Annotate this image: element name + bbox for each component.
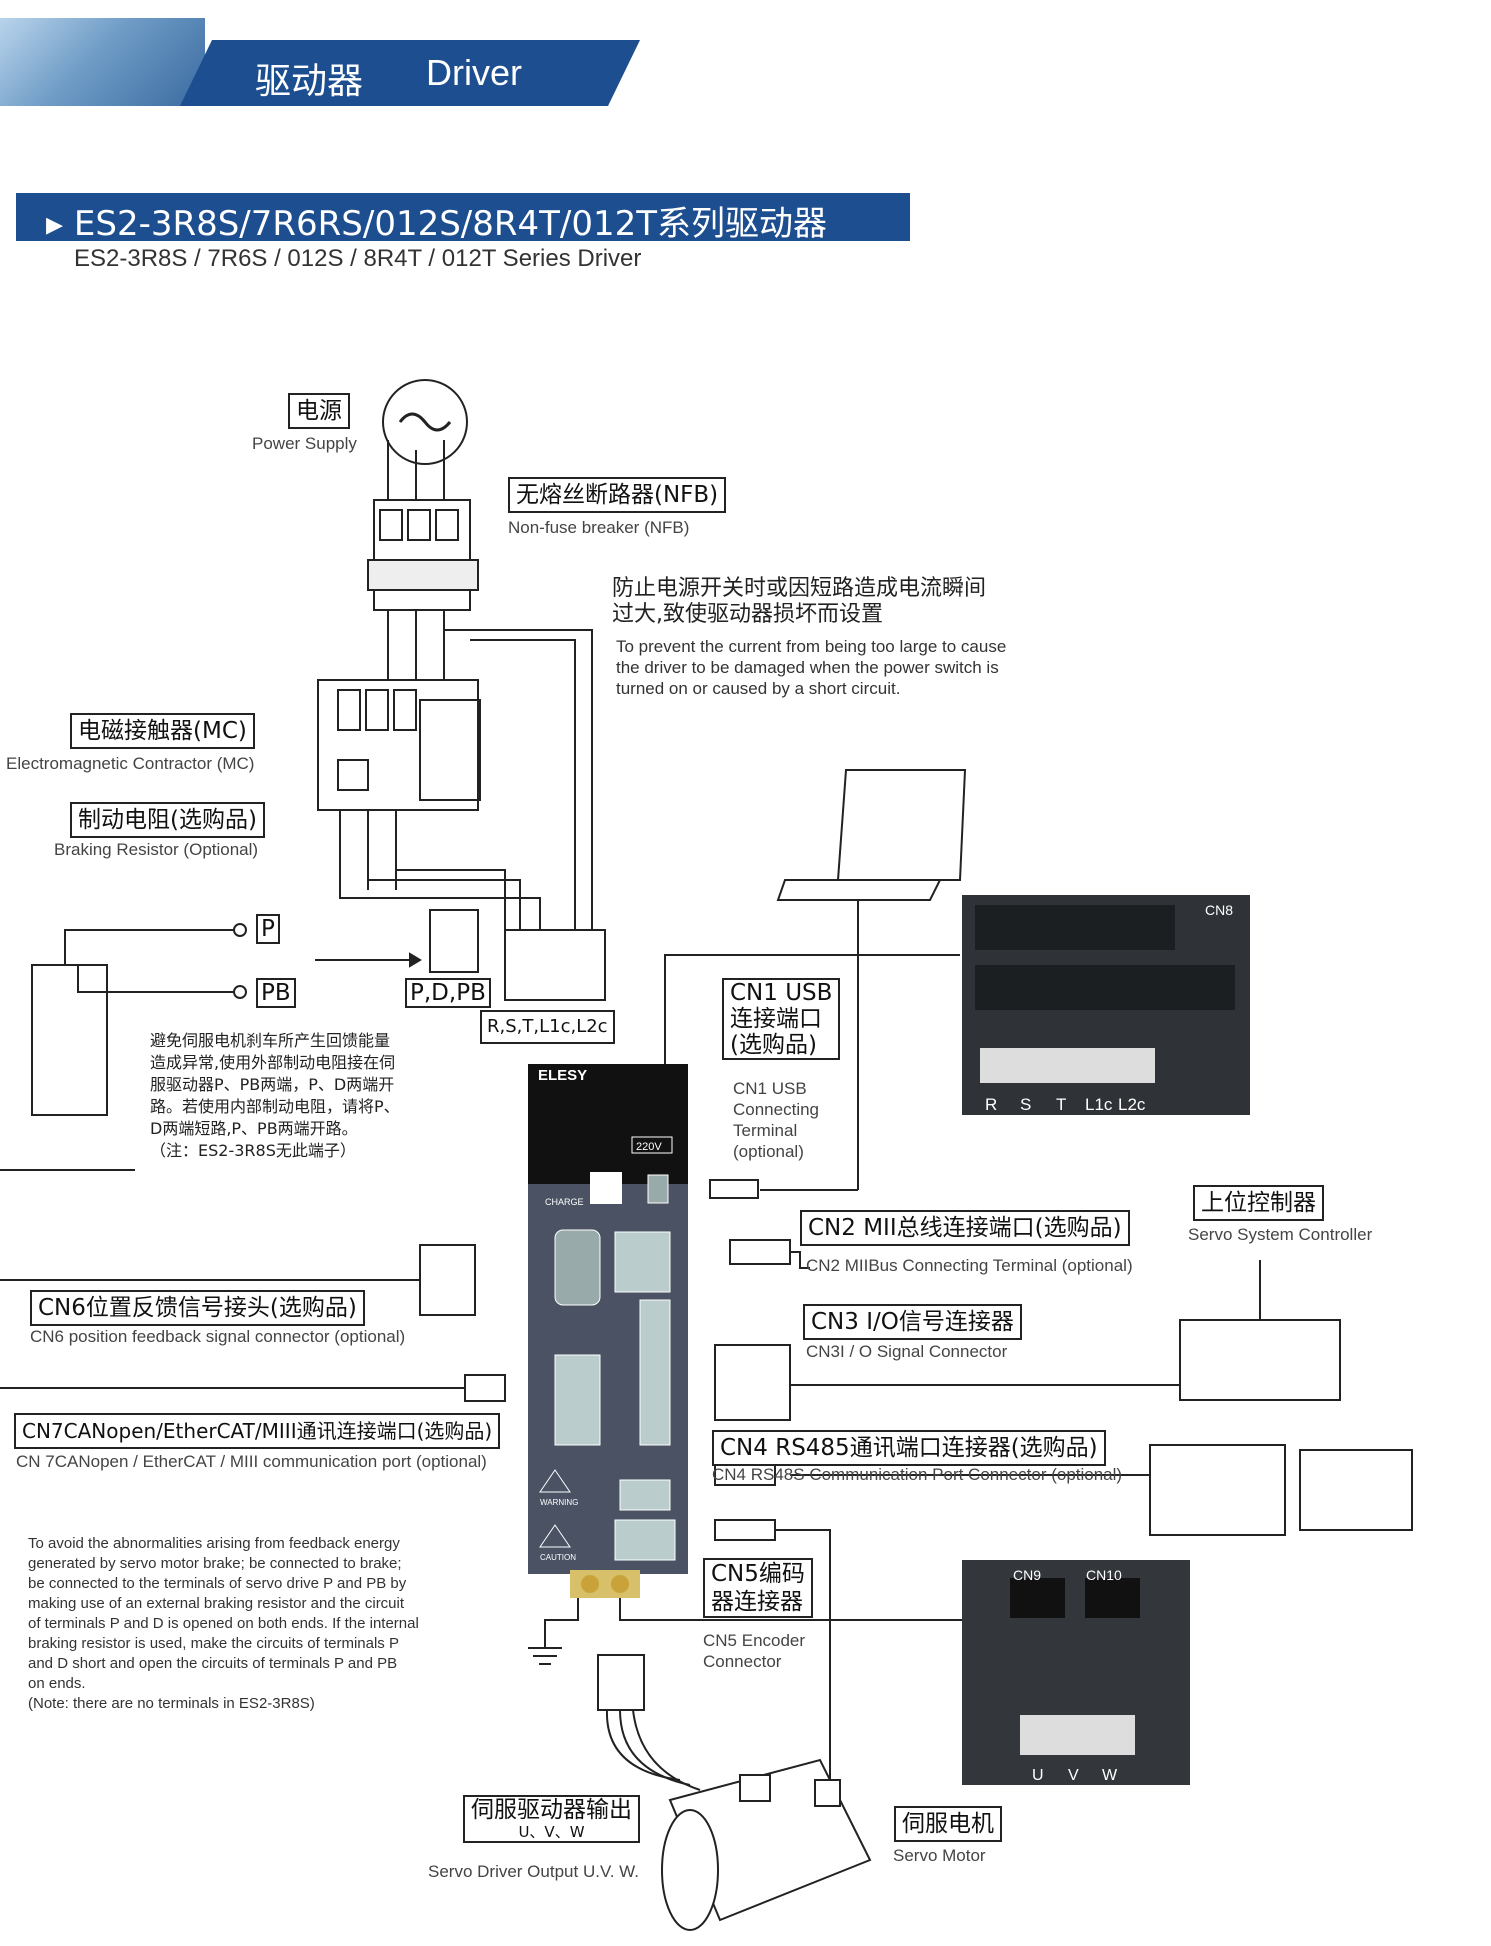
section-title-cn: 驱动器 xyxy=(255,61,364,102)
mc-label-en: Electromagnetic Contractor (MC) xyxy=(6,754,255,773)
cn3-label: CN3 I/O信号连接器 xyxy=(803,1304,1022,1340)
nfb-label: 无熔丝断路器(NFB) xyxy=(508,477,727,513)
cn3-label-en: CN3I / O Signal Connector xyxy=(806,1342,1008,1361)
svg-text:S: S xyxy=(1020,1095,1031,1114)
power-label-en: Power Supply xyxy=(252,434,357,453)
svg-text:L2c: L2c xyxy=(1118,1095,1146,1114)
section-title-en: Driver xyxy=(426,52,522,93)
cn3-connector-icon xyxy=(714,1344,791,1421)
cn7-port xyxy=(554,1354,601,1446)
pdpb-label: P,D,PB xyxy=(405,978,491,1008)
braking-resistor xyxy=(31,964,108,1116)
prevent-note-en: To prevent the current from being too la… xyxy=(616,637,1007,698)
cn4-port xyxy=(619,1479,671,1511)
driver-brand: ELESY xyxy=(538,1067,587,1084)
controller-label-en: Servo System Controller xyxy=(1188,1225,1373,1244)
charge-label: CHARGE xyxy=(545,1197,584,1207)
pdpb-terminal-block xyxy=(429,909,479,973)
cn7-label: CN7CANopen/EtherCAT/MIII通讯连接端口(选购品) xyxy=(14,1413,501,1449)
motor-label-en: Servo Motor xyxy=(893,1846,986,1865)
photo-bottom-terminals: CN9 CN10 U V W xyxy=(962,1560,1190,1785)
cn8-label: CN8 xyxy=(1205,902,1233,918)
cn3-port xyxy=(639,1299,671,1446)
cn6-connector-icon xyxy=(419,1244,476,1316)
svg-text:L1c: L1c xyxy=(1085,1095,1113,1114)
svg-text:V: V xyxy=(1068,1767,1079,1784)
page-title: ▸ ES2-3R8S/7R6RS/012S/8R4T/012T系列驱动器 xyxy=(46,204,828,244)
cn7-label-en: CN 7CANopen / EtherCAT / MIII communicat… xyxy=(16,1452,487,1471)
nfb-label-en: Non-fuse breaker (NFB) xyxy=(508,518,690,537)
controller-label: 上位控制器 xyxy=(1193,1185,1324,1221)
svg-text:T: T xyxy=(1056,1095,1066,1114)
nfb-breaker xyxy=(373,499,471,611)
header-photo xyxy=(0,18,205,106)
cn2-label-en: CN2 MIIBus Connecting Terminal (optional… xyxy=(806,1256,1133,1275)
servo-driver: ELESY 220V CHARGE WARNING CAUTION xyxy=(528,1064,688,1598)
svg-text:W: W xyxy=(1102,1767,1118,1784)
mc-contactor xyxy=(317,679,479,811)
braking-label: 制动电阻(选购品) xyxy=(70,802,265,838)
laptop-icon xyxy=(836,769,967,881)
title-bar xyxy=(16,193,910,241)
cn4-device-icon xyxy=(1149,1444,1286,1536)
usb-plug-icon xyxy=(709,1179,759,1199)
power-label: 电源 xyxy=(288,393,350,429)
braking-label-en: Braking Resistor (Optional) xyxy=(54,840,259,859)
rst-terminal-block xyxy=(504,929,606,1001)
page-subtitle: ES2-3R8S / 7R6S / 012S / 8R4T / 012T Ser… xyxy=(74,245,642,272)
cn2-port xyxy=(614,1231,671,1293)
cn4-label: CN4 RS485通讯端口连接器(选购品) xyxy=(712,1430,1106,1466)
cn4-label-en: CN4 RS48S Communication Port Connector (… xyxy=(712,1465,1123,1484)
warning-label: WARNING xyxy=(540,1498,578,1507)
prevent-note-cn: 防止电源开关时或因短路造成电流瞬间过大,致使驱动器损坏而设置 xyxy=(612,576,987,627)
svg-text:U: U xyxy=(1032,1767,1044,1784)
cn5-port xyxy=(614,1519,676,1561)
cn6-label-en: CN6 position feedback signal connector (… xyxy=(30,1327,406,1346)
caution-label: CAUTION xyxy=(540,1553,576,1562)
motor-label: 伺服电机 xyxy=(894,1806,1002,1842)
p-terminal-label: P xyxy=(256,914,280,944)
cn6-port xyxy=(554,1229,601,1306)
uvw-terminal-block xyxy=(597,1654,645,1711)
cn1-port xyxy=(647,1174,669,1204)
hmi-icon xyxy=(1299,1449,1413,1531)
cn10-label: CN10 xyxy=(1086,1567,1122,1583)
photo-top-terminals: CN8 R S T L1c L2c xyxy=(962,895,1250,1115)
cn5-label: CN5编码器连接器 xyxy=(703,1558,813,1618)
header-band xyxy=(180,40,640,106)
cn2-label: CN2 MII总线连接端口(选购品) xyxy=(800,1210,1130,1246)
brake-note-cn: 避免伺服电机刹车所产生回馈能量造成异常,使用外部制动电阻接在伺服驱动器P、PB两… xyxy=(150,1031,400,1160)
svg-text:R: R xyxy=(985,1095,997,1114)
cn2-plug-icon xyxy=(729,1239,791,1265)
mc-label: 电磁接触器(MC) xyxy=(70,713,255,749)
cn7-plug-icon xyxy=(464,1374,506,1402)
driver-voltage: 220V xyxy=(636,1141,662,1153)
brake-note-en: To avoid the abnormalities arising from … xyxy=(28,1535,419,1712)
cn9-label: CN9 xyxy=(1013,1567,1041,1583)
controller-icon xyxy=(1179,1319,1341,1401)
cn6-label: CN6位置反馈信号接头(选购品) xyxy=(30,1290,365,1326)
rst-label: R,S,T,L1c,L2c xyxy=(480,1010,615,1044)
pb-terminal-label: PB xyxy=(256,978,296,1008)
output-label-en: Servo Driver Output U.V. W. xyxy=(428,1862,639,1881)
ac-source-symbol xyxy=(382,379,468,465)
